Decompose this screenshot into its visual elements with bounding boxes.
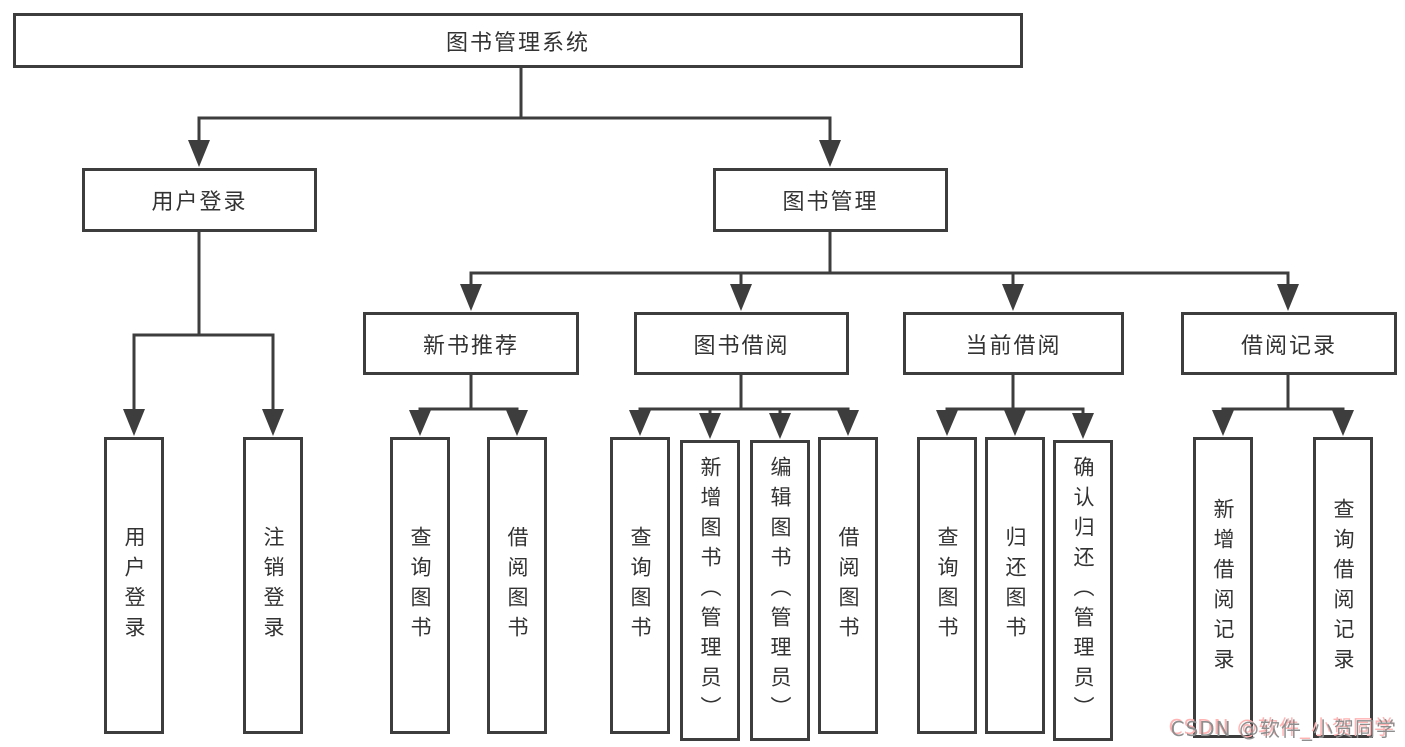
node-book-management: 图书管理: [713, 168, 948, 232]
connector-new-book-rec: [409, 373, 528, 436]
connector-root: [188, 66, 841, 167]
leaf-bb-borrow-books: 借阅图书: [818, 437, 878, 734]
connector-borrow-records: [1212, 373, 1354, 436]
node-root-system: 图书管理系统: [13, 13, 1023, 68]
leaf-bb-add-books-admin: 新增图书（管理员）: [680, 440, 740, 741]
leaf-cb-return-books: 归还图书: [985, 437, 1045, 734]
leaf-cb-query-books: 查询图书: [917, 437, 977, 734]
leaf-bb-query-books: 查询图书: [610, 437, 670, 734]
connector-user-login: [123, 230, 284, 436]
node-current-borrowing: 当前借阅: [903, 312, 1124, 375]
node-borrowing-records: 借阅记录: [1181, 312, 1397, 375]
connector-book-mgmt: [460, 230, 1299, 311]
connector-book-borrow: [629, 373, 859, 439]
leaf-user-login: 用户登录: [104, 437, 164, 734]
leaf-nbr-query-books: 查询图书: [390, 437, 450, 734]
leaf-cb-confirm-return-admin: 确认归还（管理员）: [1053, 440, 1113, 741]
node-new-book-recommendation: 新书推荐: [363, 312, 579, 375]
connector-current-borrow: [936, 373, 1094, 439]
leaf-logout: 注销登录: [243, 437, 303, 734]
leaf-nbr-borrow-books: 借阅图书: [487, 437, 547, 734]
node-user-login: 用户登录: [82, 168, 317, 232]
leaf-br-add-record: 新增借阅记录: [1193, 437, 1253, 738]
leaf-bb-edit-books-admin: 编辑图书（管理员）: [750, 440, 810, 741]
node-book-borrowing: 图书借阅: [634, 312, 849, 375]
leaf-br-query-record: 查询借阅记录: [1313, 437, 1373, 738]
